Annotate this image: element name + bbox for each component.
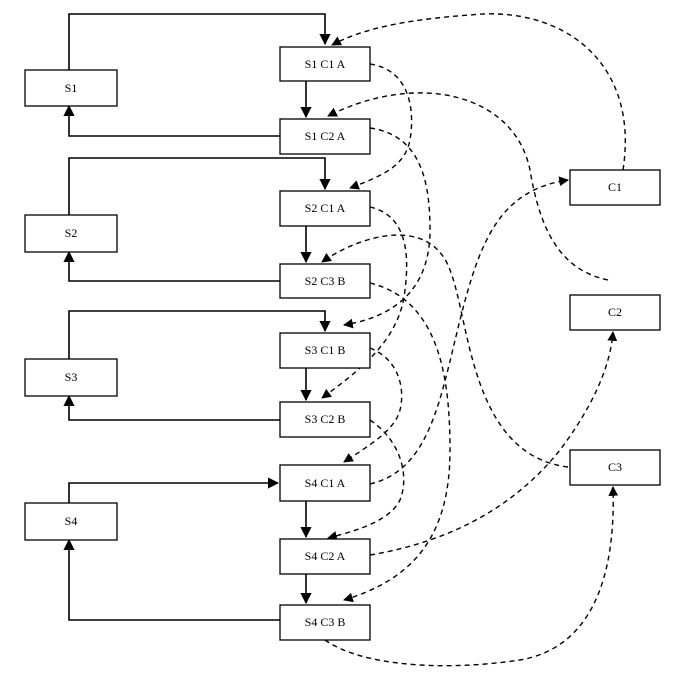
node-s1c1a-label: S1 C1 A — [305, 57, 346, 71]
edge-s3c2b-to-s3 — [63, 394, 280, 421]
edge-s1c1a-to-s2c1a — [349, 63, 413, 190]
node-s2: S2 — [24, 214, 118, 253]
edge-s2c3b-to-s2 — [63, 250, 280, 282]
node-s4c3b: S4 C3 B — [279, 604, 371, 641]
node-c1: C1 — [569, 169, 661, 206]
edge-s2c1a-to-s3c2b — [321, 206, 408, 399]
node-s4c2a: S4 C2 A — [279, 538, 371, 575]
node-s3c1b-label: S3 C1 B — [305, 343, 346, 357]
node-c3: C3 — [569, 449, 661, 486]
edge-s4c3b-to-c3 — [324, 486, 619, 667]
node-s1c1a: S1 C1 A — [279, 46, 371, 82]
node-s2c3b: S2 C3 B — [279, 263, 371, 299]
dashed-connectors — [321, 13, 626, 667]
node-c2: C2 — [569, 294, 661, 331]
solid-connectors — [63, 13, 331, 621]
node-s3-label: S3 — [65, 370, 78, 384]
edge-s1c2a-to-s1 — [63, 104, 280, 137]
node-s2c1a-label: S2 C1 A — [305, 201, 346, 215]
node-s1-label: S1 — [65, 81, 78, 95]
node-s3: S3 — [24, 358, 118, 397]
edge-c3-to-s2c3b — [321, 234, 569, 468]
node-c2-label: C2 — [608, 305, 622, 319]
node-c1-label: C1 — [608, 180, 622, 194]
edge-s3-to-s3c1b — [68, 310, 331, 359]
node-s4: S4 — [24, 502, 118, 541]
edge-s4-to-s4c1a — [68, 477, 280, 503]
edge-s4c1a-to-c1 — [369, 176, 569, 485]
node-s2-label: S2 — [65, 226, 78, 240]
edge-s1c2a-to-s3c1b — [343, 127, 431, 329]
nodes: S1 S2 S3 S4 S1 C1 A S1 C2 A S2 C1 A S2 — [24, 46, 661, 641]
node-s2c3b-label: S2 C3 B — [305, 274, 346, 288]
edge-c2-to-s1c2a — [327, 92, 609, 281]
node-s3c2b-label: S3 C2 B — [305, 412, 346, 426]
node-c3-label: C3 — [608, 460, 622, 474]
node-s2c1a: S2 C1 A — [279, 190, 371, 227]
node-s1c2a: S1 C2 A — [279, 118, 371, 155]
node-s4-label: S4 — [65, 514, 78, 528]
node-s4c1a: S4 C1 A — [279, 464, 371, 502]
node-s4c3b-label: S4 C3 B — [305, 615, 346, 629]
node-s1: S1 — [24, 69, 118, 107]
node-s1c2a-label: S1 C2 A — [305, 129, 346, 143]
edge-s2c3b-to-s4c3b — [343, 282, 451, 603]
node-s4c2a-label: S4 C2 A — [305, 549, 346, 563]
edge-c1-to-s1c1a — [331, 13, 626, 171]
node-s4c1a-label: S4 C1 A — [305, 476, 346, 490]
node-s3c2b: S3 C2 B — [279, 401, 371, 438]
edge-s3c2b-to-s4c2a — [327, 419, 405, 541]
edge-s3c1b-to-s4c1a — [343, 347, 403, 463]
node-s3c1b: S3 C1 B — [279, 332, 371, 369]
edge-s2-to-s2c1a — [68, 157, 331, 215]
edge-s1-to-s1c1a — [68, 13, 331, 70]
edge-s4c2a-to-c2 — [369, 331, 618, 556]
edge-s4c3b-to-s4 — [63, 538, 280, 621]
